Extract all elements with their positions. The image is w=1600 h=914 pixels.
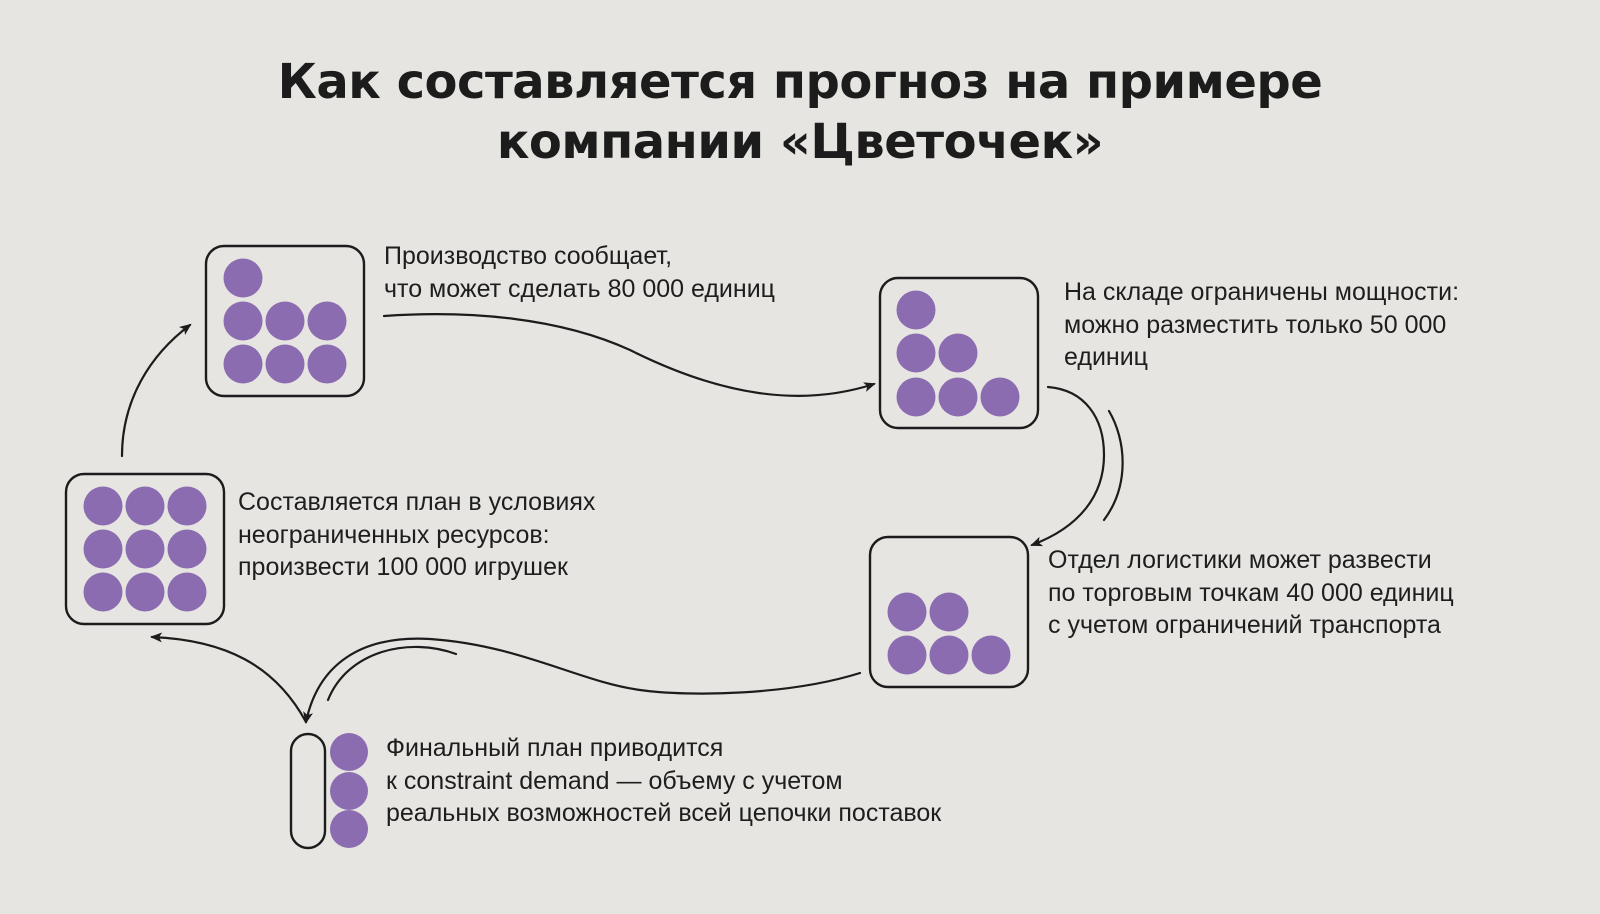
arrow-warehouse-to-logistics-accent — [1102, 409, 1124, 522]
final-caption-line-2: к constraint demand — объему с учетом — [386, 766, 843, 795]
unit-dot — [971, 635, 1011, 675]
unit-dot — [125, 486, 165, 526]
warehouse-caption: На складе ограничены мощности: можно раз… — [1064, 276, 1459, 374]
logistics-caption: Отдел логистики может развести по торгов… — [1048, 544, 1454, 642]
plan-caption-line-3: произвести 100 000 игрушек — [238, 553, 568, 581]
plan-caption-line-1: Составляется план в условиях — [238, 488, 596, 516]
plan-units-icon — [83, 486, 207, 612]
unit-dot — [980, 377, 1020, 417]
warehouse-box — [878, 276, 1040, 430]
plan-node — [64, 472, 226, 626]
unit-dot — [929, 592, 969, 632]
arrow-plan-to-production — [120, 323, 192, 458]
plan-caption: Составляется план в условиях неограничен… — [238, 486, 595, 584]
production-box — [204, 244, 366, 398]
logistics-units-icon — [887, 592, 1011, 675]
logistics-caption-line-1: Отдел логистики может развести — [1048, 546, 1432, 574]
arrow-production-to-warehouse — [382, 313, 876, 397]
production-node — [204, 244, 366, 398]
logistics-caption-line-3: с учетом ограничений транспорта — [1048, 611, 1441, 639]
final-caption-line-3: реальных возможностей всей цепочки поста… — [386, 799, 942, 827]
logistics-caption-line-2: по торговым точкам 40 000 единиц — [1048, 578, 1454, 607]
production-caption-line-1: Производство сообщает, — [384, 242, 673, 270]
unit-dot — [167, 572, 207, 612]
unit-dot — [330, 810, 368, 848]
unit-dot — [896, 333, 936, 373]
warehouse-caption-line-2: можно разместить только 50 000 — [1064, 310, 1447, 339]
unit-dot — [167, 486, 207, 526]
unit-dot — [223, 344, 263, 384]
unit-dot — [887, 635, 927, 675]
unit-dot — [223, 301, 263, 341]
unit-dot — [330, 733, 368, 771]
unit-dot — [265, 301, 305, 341]
unit-dot — [929, 635, 969, 675]
plan-caption-line-2: неограниченных ресурсов: — [238, 520, 550, 549]
final-capsule — [289, 732, 327, 850]
production-units-icon — [223, 258, 347, 384]
logistics-box — [868, 535, 1030, 689]
unit-dot — [167, 529, 207, 569]
unit-dot — [938, 377, 978, 417]
warehouse-caption-line-3: единиц — [1064, 343, 1148, 371]
production-caption: Производство сообщает, что может сделать… — [384, 240, 775, 305]
arrow-final-to-plan — [150, 632, 308, 724]
unit-dot — [223, 258, 263, 298]
unit-dot — [887, 592, 927, 632]
unit-dot — [83, 486, 123, 526]
title-line-1: Как составляется прогноз на примере — [277, 54, 1323, 110]
page-title: Как составляется прогноз на примере комп… — [0, 52, 1600, 172]
title-line-2: компании «Цветочек» — [496, 114, 1104, 170]
unit-dot — [83, 572, 123, 612]
final-caption-line-1: Финальный план приводится — [386, 734, 724, 762]
unit-dot — [896, 377, 936, 417]
warehouse-caption-line-1: На складе ограничены мощности: — [1064, 278, 1460, 306]
unit-dot — [330, 772, 368, 810]
arrow-warehouse-to-logistics — [1030, 385, 1106, 547]
production-caption-line-2: что может сделать 80 000 единиц — [384, 274, 775, 303]
warehouse-units-icon — [896, 290, 1020, 417]
unit-dot — [307, 344, 347, 384]
plan-box — [64, 472, 226, 626]
warehouse-node — [878, 276, 1040, 430]
logistics-node — [868, 535, 1030, 689]
unit-dot — [83, 529, 123, 569]
unit-dot — [265, 344, 305, 384]
arrow-logistics-to-final-accent — [326, 645, 458, 702]
arrow-logistics-to-final — [303, 637, 862, 724]
final-node — [289, 732, 368, 850]
unit-dot — [125, 529, 165, 569]
final-units-icon — [330, 733, 368, 848]
unit-dot — [307, 301, 347, 341]
unit-dot — [125, 572, 165, 612]
final-caption: Финальный план приводится к constraint d… — [386, 732, 941, 830]
unit-dot — [938, 333, 978, 373]
unit-dot — [896, 290, 936, 330]
